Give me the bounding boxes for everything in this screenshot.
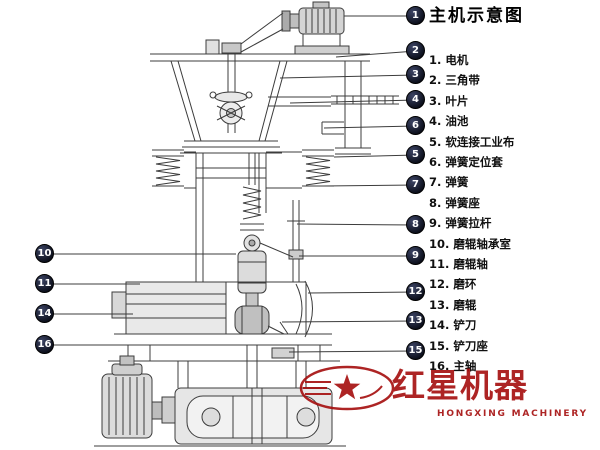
tie-rod <box>259 200 305 282</box>
part-item-4: 4. 油池 <box>429 114 469 129</box>
brand-logo-icon <box>299 365 395 411</box>
callout-14: 14 <box>35 304 54 323</box>
part-item-8: 8. 弹簧座 <box>429 195 480 210</box>
part-item-16: 16. 主轴 <box>429 359 477 374</box>
main-shaft <box>246 345 258 391</box>
main-body <box>111 281 307 335</box>
callout-9: 9 <box>406 246 425 265</box>
callout-8: 8 <box>406 215 425 234</box>
callout-16: 16 <box>35 335 54 354</box>
motor-bottom <box>101 355 153 439</box>
callout-10: 10 <box>35 244 54 263</box>
callout-4: 4 <box>406 90 425 109</box>
star-icon <box>333 374 361 400</box>
callout-6: 6 <box>406 116 425 135</box>
part-item-11: 11. 磨辊轴 <box>429 257 488 272</box>
part-item-3: 3. 叶片 <box>429 93 469 108</box>
part-item-2: 2. 三角带 <box>429 73 480 88</box>
callout-11: 11 <box>35 274 54 293</box>
gearbox <box>174 387 333 445</box>
shovel <box>267 321 289 335</box>
callout-12: 12 <box>406 282 425 301</box>
parts-list: 1. 电机 2. 三角带 3. 叶片 4. 油池 5. 软连接工业布 6. 弹簧定位套 7.… <box>429 50 597 377</box>
part-item-14: 14. 铲刀 <box>429 318 477 333</box>
classifier <box>209 91 253 125</box>
roller-assembly <box>234 250 270 335</box>
callout-3: 3 <box>406 65 425 84</box>
callout-5: 5 <box>406 145 425 164</box>
watermark-subtitle: HONGXING MACHINERY <box>437 409 588 419</box>
parts-legend: 主机示意图 1. 电机 2. 三角带 3. 叶片 4. 油池 5. 软连接工业布 6. 弹… <box>429 4 597 377</box>
part-item-1: 1. 电机 <box>429 53 469 67</box>
right-duct <box>321 61 399 155</box>
hopper <box>170 60 288 154</box>
callout-1: 1 <box>406 6 425 25</box>
left-spring <box>152 149 196 189</box>
part-item-9: 9. 弹簧拉杆 <box>429 216 492 231</box>
part-item-15: 15. 铲刀座 <box>429 338 488 353</box>
part-item-6: 6. 弹簧定位套 <box>429 155 503 170</box>
watermark-brand: 红星机器 <box>392 366 528 405</box>
part-item-7: 7. 弹簧 <box>429 175 469 190</box>
grinding-chamber <box>195 153 267 283</box>
brand-watermark: 红星机器 HONGXING MACHINERY <box>296 356 600 436</box>
grinding-ring <box>295 280 313 338</box>
callout-2: 2 <box>406 41 425 60</box>
legend-title: 主机示意图 <box>429 6 524 26</box>
part-item-13: 13. 磨辊 <box>429 297 477 312</box>
part-item-12: 12. 磨环 <box>429 277 477 292</box>
part-item-5: 5. 软连接工业布 <box>429 134 515 149</box>
callout-15: 15 <box>406 341 425 360</box>
part-item-10: 10. 磨辊轴承室 <box>429 236 511 251</box>
callout-7: 7 <box>406 175 425 194</box>
callout-13: 13 <box>406 311 425 330</box>
